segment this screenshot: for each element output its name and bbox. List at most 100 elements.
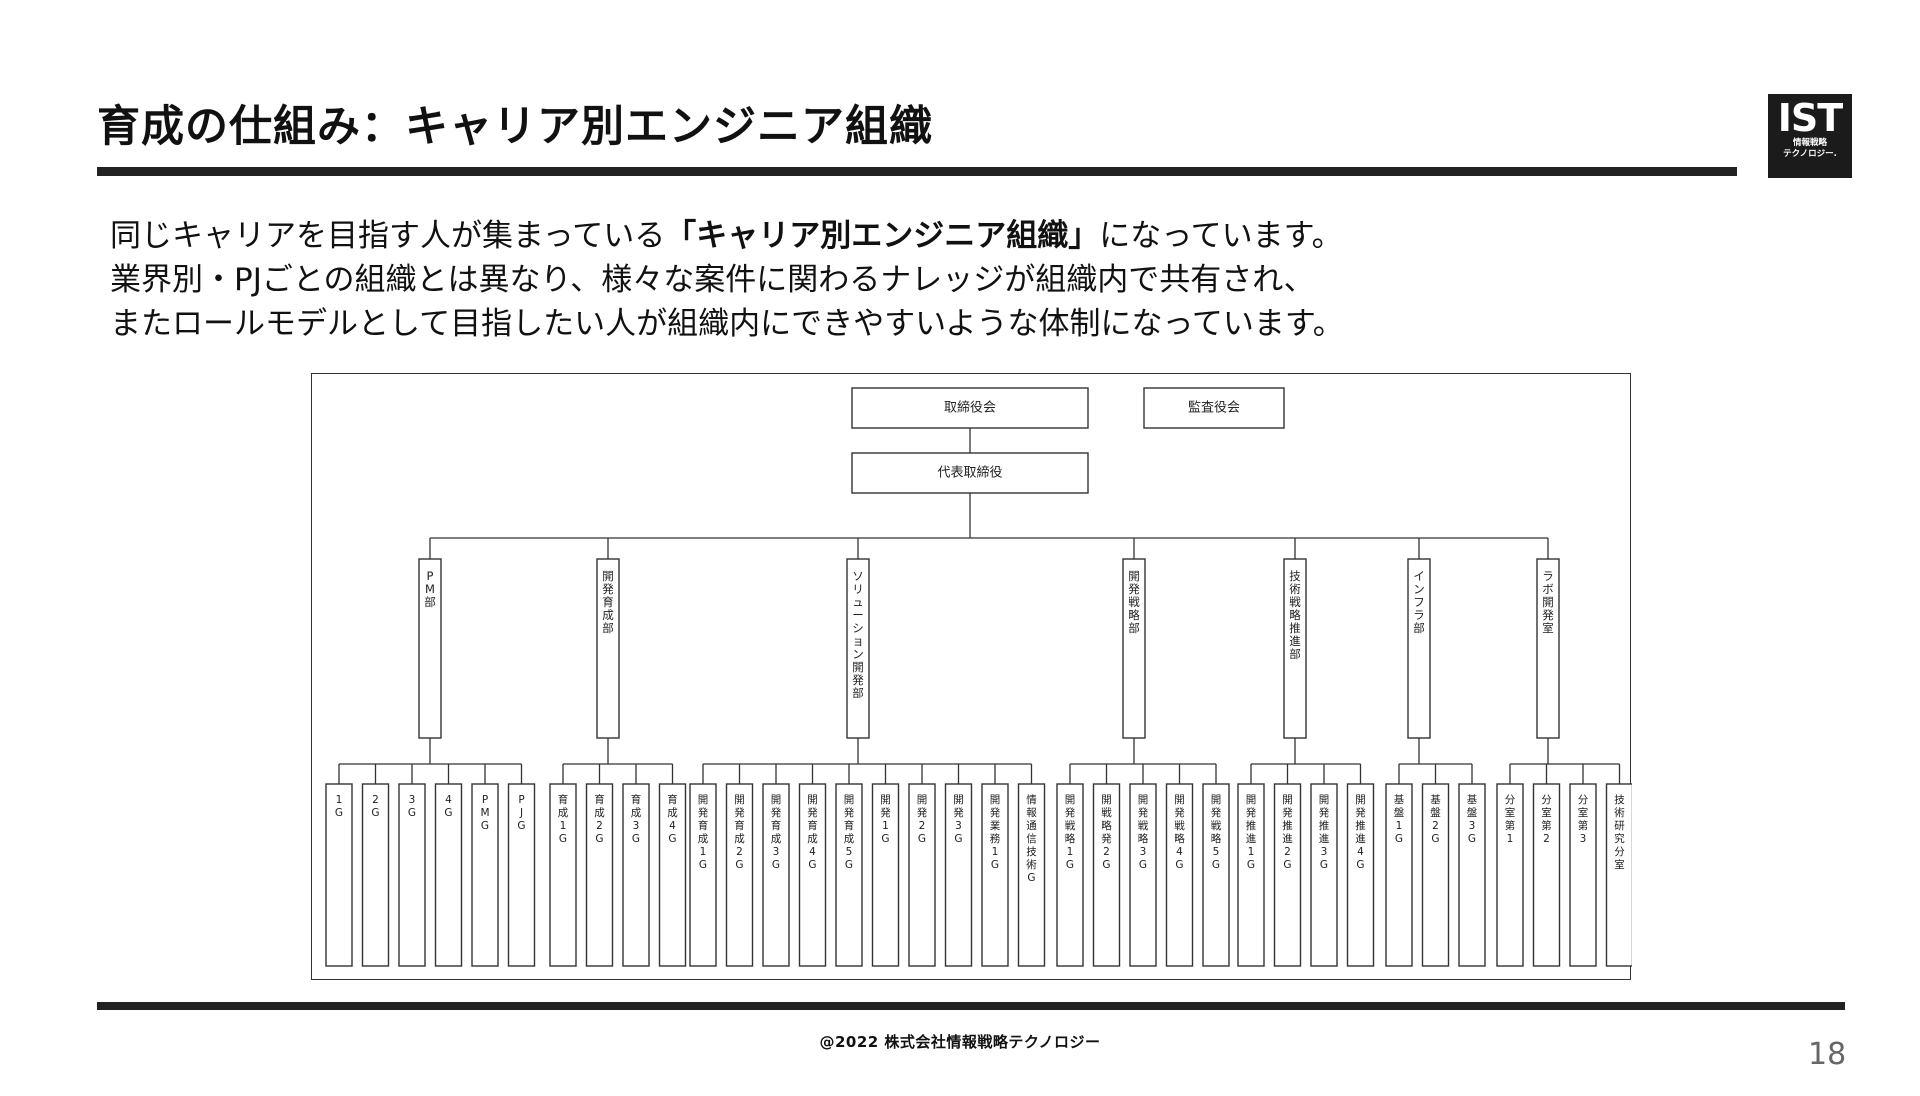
vertical-char: ン bbox=[852, 647, 864, 661]
vertical-char: 進 bbox=[1289, 634, 1301, 648]
vertical-char: G bbox=[845, 859, 853, 871]
vertical-char: 略 bbox=[1101, 819, 1112, 832]
group-box bbox=[1273, 783, 1302, 967]
vertical-char: 戦 bbox=[1101, 806, 1112, 819]
vertical-char: 3 bbox=[955, 820, 962, 832]
vertical-char: 発 bbox=[1128, 582, 1140, 596]
vertical-char: 開 bbox=[1065, 794, 1076, 806]
vertical-char: 2 bbox=[1103, 846, 1110, 858]
vertical-char: 4 bbox=[1176, 846, 1183, 858]
vertical-char: シ bbox=[852, 621, 864, 635]
vertical-char: G bbox=[1283, 859, 1291, 871]
vertical-char: 発 bbox=[880, 806, 891, 819]
vertical-char: 開 bbox=[771, 794, 782, 806]
vertical-char: ラ bbox=[1542, 569, 1554, 583]
vertical-char: 4 bbox=[445, 794, 452, 806]
vertical-char: 育 bbox=[844, 819, 855, 832]
vertical-char: 3 bbox=[1321, 846, 1328, 858]
group-box bbox=[1532, 783, 1561, 967]
logo-text-line2: テクノロジー. bbox=[1783, 149, 1837, 159]
group-label: 3G bbox=[408, 794, 416, 819]
vertical-char: G bbox=[595, 833, 603, 845]
vertical-char: P bbox=[482, 794, 488, 806]
group-label: 2G bbox=[371, 794, 379, 819]
vertical-char: 第 bbox=[1541, 819, 1552, 832]
vertical-char: 4 bbox=[1357, 846, 1364, 858]
group-box bbox=[1129, 783, 1157, 967]
vertical-char: リ bbox=[852, 582, 864, 596]
vertical-char: 成 bbox=[594, 807, 605, 819]
vertical-char: G bbox=[954, 833, 962, 845]
vertical-char: 室 bbox=[1614, 858, 1625, 871]
vertical-char: 部 bbox=[852, 686, 864, 700]
auditor-label: 監査役会 bbox=[1188, 400, 1240, 416]
vertical-char: 部 bbox=[1128, 621, 1140, 635]
group-box bbox=[1605, 783, 1632, 967]
vertical-char: 成 bbox=[734, 833, 745, 845]
vertical-char: 成 bbox=[558, 807, 569, 819]
group-label: PJG bbox=[517, 794, 525, 832]
vertical-char: 2 bbox=[1432, 820, 1439, 832]
vertical-char: 育 bbox=[594, 793, 605, 806]
vertical-char: G bbox=[408, 807, 416, 819]
vertical-char: G bbox=[735, 859, 743, 871]
vertical-char: 発 bbox=[1065, 806, 1076, 819]
vertical-char: 盤 bbox=[1394, 806, 1405, 819]
vertical-char: 発 bbox=[1282, 806, 1293, 819]
vertical-char: 部 bbox=[424, 595, 436, 609]
group-box bbox=[507, 783, 536, 967]
logo-text-line1: 情報戦略 bbox=[1792, 138, 1827, 148]
vertical-char: G bbox=[1102, 859, 1110, 871]
vertical-char: 第 bbox=[1505, 819, 1516, 832]
vertical-char: 育 bbox=[667, 793, 678, 806]
vertical-char: 開 bbox=[1355, 794, 1366, 806]
vertical-char: 育 bbox=[734, 819, 745, 832]
vertical-char: 開 bbox=[1128, 569, 1140, 583]
vertical-char: 成 bbox=[807, 833, 818, 845]
vertical-char: 開 bbox=[1211, 794, 1222, 806]
group-label: 4G bbox=[444, 794, 452, 819]
vertical-char: 発 bbox=[1319, 806, 1330, 819]
group-box bbox=[981, 783, 1009, 967]
group-box bbox=[325, 783, 353, 967]
vertical-char: 成 bbox=[771, 833, 782, 845]
vertical-char: G bbox=[632, 833, 640, 845]
vertical-char: 1 bbox=[1507, 833, 1514, 845]
vertical-char: G bbox=[699, 859, 707, 871]
vertical-char: G bbox=[881, 833, 889, 845]
vertical-char: 室 bbox=[1542, 621, 1554, 635]
vertical-char: 発 bbox=[1246, 806, 1257, 819]
vertical-char: 発 bbox=[1138, 806, 1149, 819]
vertical-char: G bbox=[1175, 859, 1183, 871]
vertical-char: 発 bbox=[698, 806, 709, 819]
vertical-char: G bbox=[1212, 859, 1220, 871]
vertical-char: 部 bbox=[602, 621, 614, 635]
vertical-char: G bbox=[1320, 859, 1328, 871]
vertical-char: 4 bbox=[809, 846, 816, 858]
vertical-char: J bbox=[519, 807, 523, 819]
vertical-char: 開 bbox=[844, 794, 855, 806]
vertical-char: 務 bbox=[990, 832, 1001, 845]
group-box bbox=[1569, 783, 1597, 967]
group-box bbox=[585, 783, 614, 967]
group-box bbox=[1346, 783, 1375, 967]
vertical-char: 報 bbox=[1026, 807, 1037, 819]
group-box bbox=[1496, 783, 1524, 967]
vertical-char: ュ bbox=[852, 595, 864, 609]
vertical-char: 育 bbox=[602, 595, 614, 609]
vertical-char: 育 bbox=[698, 819, 709, 832]
group-box bbox=[1202, 783, 1230, 967]
vertical-char: 部 bbox=[1413, 621, 1425, 635]
